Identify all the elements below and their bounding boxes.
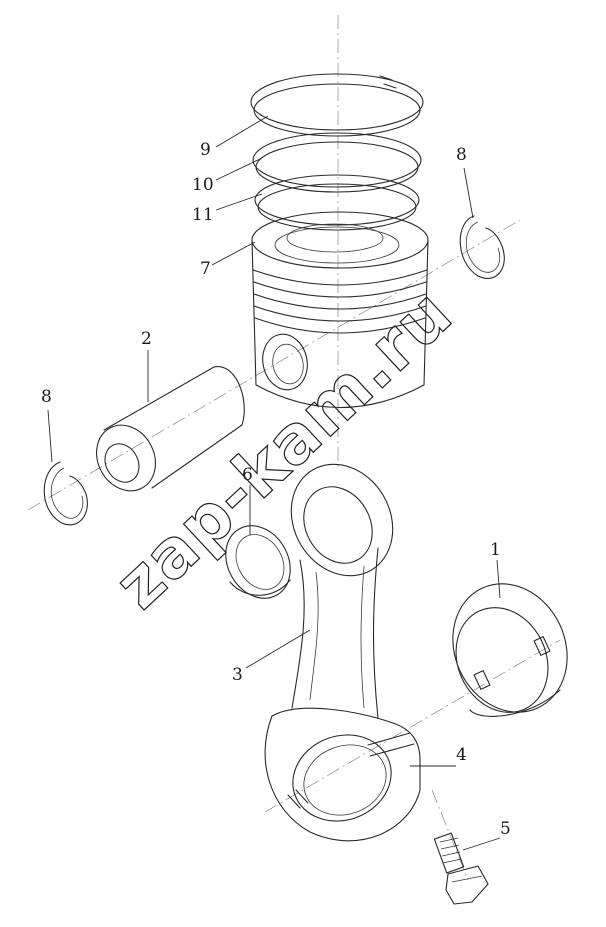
piston-ring-middle: [252, 132, 422, 193]
label-small-end-bushing: 6: [242, 465, 253, 485]
label-rod-cap: 4: [456, 745, 467, 765]
piston-ring-top: [250, 73, 424, 137]
center-axes: [27, 15, 561, 881]
label-circlip-left: 8: [41, 387, 52, 407]
circlip-left: [43, 461, 88, 526]
label-ring-top: 9: [200, 140, 211, 160]
label-connecting-rod: 3: [232, 665, 243, 685]
piston-ring-oil: [254, 174, 420, 231]
small-end-bushing: [225, 525, 291, 599]
label-rod-bolt: 5: [500, 819, 511, 839]
label-ring-middle: 10: [192, 175, 214, 195]
label-piston: 7: [200, 259, 211, 279]
circlip-right: [459, 215, 505, 279]
label-piston-pin: 2: [141, 329, 152, 349]
big-end-bearing: [452, 583, 568, 717]
part-labels: 9 10 11 7 8 2 8 6 1 3 4 5: [41, 140, 511, 839]
label-ring-oil: 11: [192, 205, 214, 225]
leader-lines: [47, 115, 501, 851]
label-circlip-right: 8: [456, 145, 467, 165]
rod-bolt: [433, 832, 489, 905]
piston-pin: [96, 366, 245, 492]
piston: [251, 211, 429, 409]
label-big-end-bearing: 1: [490, 540, 501, 560]
